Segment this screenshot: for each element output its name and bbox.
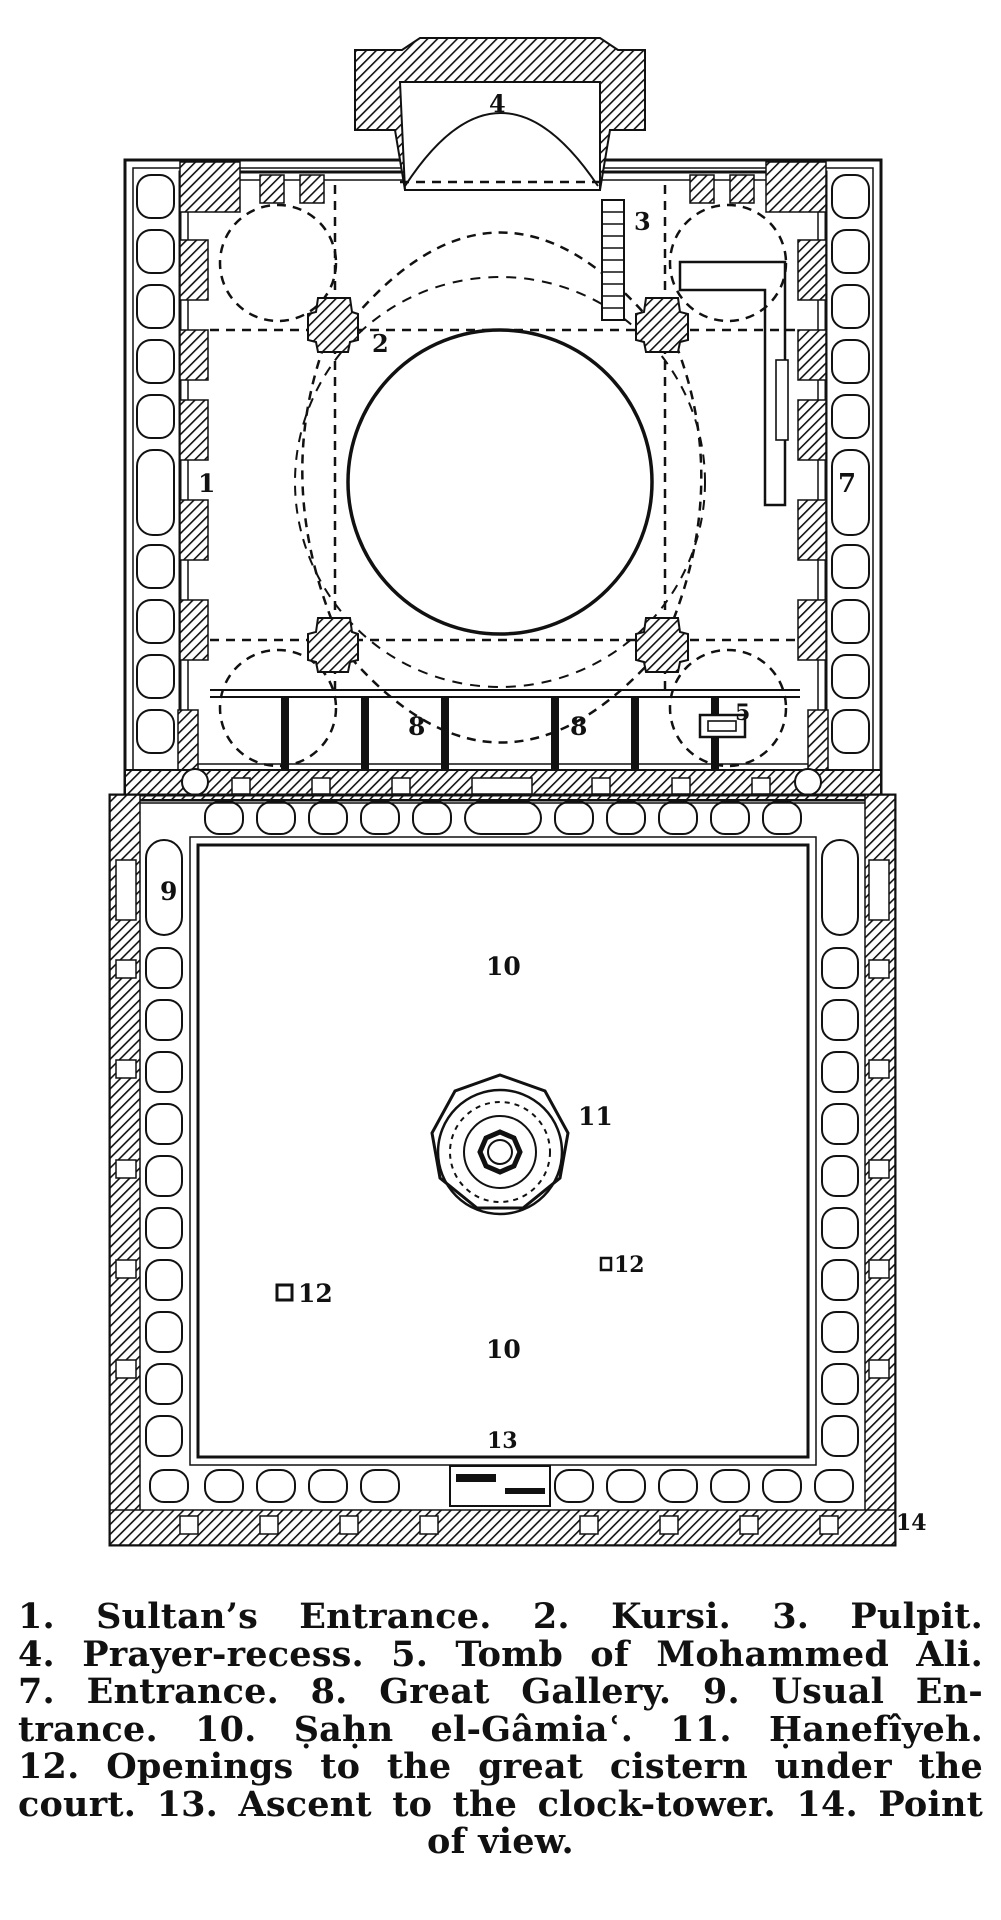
label-7: 7 xyxy=(838,469,856,499)
cistern-opening-east xyxy=(599,1256,613,1272)
legend-line: trance. 10. Ṣaḥn el-Gâmiaʿ. 11. Ḥanefîye… xyxy=(18,1708,983,1750)
court-south-arcade xyxy=(149,1469,854,1503)
label-1: 1 xyxy=(198,469,215,498)
label-13: 13 xyxy=(487,1428,518,1454)
court-inner-wall xyxy=(196,843,810,1459)
label-12b: 12 xyxy=(614,1252,645,1278)
label-5: 5 xyxy=(735,700,750,726)
legend-line: of view. xyxy=(427,1821,574,1862)
minaret-right xyxy=(794,768,822,796)
label-2: 2 xyxy=(372,329,389,358)
label-12a: 12 xyxy=(298,1279,333,1308)
legend-line: 12. Openings to the great cistern under … xyxy=(18,1746,983,1787)
label-4: 4 xyxy=(489,89,506,118)
court-east-arcade xyxy=(821,839,859,1457)
label-10b: 10 xyxy=(486,1335,521,1364)
prayer-recess-interior xyxy=(398,81,601,191)
legend-line: 1. Sultan’s Entrance. 2. Kursi. 3. Pulpi… xyxy=(18,1596,983,1637)
court-west-arcade xyxy=(145,839,183,1457)
label-10a: 10 xyxy=(486,952,521,981)
clock-tower-ascent xyxy=(449,1465,551,1507)
mosque-floor-plan: 1 2 3 4 5 7 8 8 9 10 10 11 12 12 13 14 xyxy=(108,37,927,1547)
hall-dashed-grid xyxy=(210,180,800,768)
label-14: 14 xyxy=(896,1510,927,1536)
label-11: 11 xyxy=(578,1102,613,1131)
hall-hatched-walls xyxy=(177,161,829,781)
legend-line: court. 13. Ascent to the clock-tower. 14… xyxy=(18,1783,983,1825)
hall-right-arcade xyxy=(831,174,870,754)
cistern-opening-west xyxy=(275,1283,294,1302)
label-9: 9 xyxy=(160,877,177,906)
central-dome xyxy=(346,328,654,636)
dome-outer-ring xyxy=(294,276,706,688)
pulpit-stair xyxy=(601,199,625,321)
hall-outer-wall xyxy=(123,158,883,802)
plan-labels: 1 2 3 4 5 7 8 8 9 10 10 11 12 12 13 14 xyxy=(160,89,927,1536)
tomb-enclosure xyxy=(678,260,787,507)
main-piers xyxy=(307,297,689,673)
label-8a: 8 xyxy=(408,712,425,741)
legend-line: 4. Prayer-recess. 5. Tomb of Mohammed Al… xyxy=(18,1633,983,1675)
label-3: 3 xyxy=(634,207,651,236)
court xyxy=(108,793,897,1547)
recess-arch xyxy=(404,112,599,187)
legend-line: 7. Entrance. 8. Great Gallery. 9. Usual … xyxy=(18,1671,983,1712)
prayer-hall xyxy=(123,37,883,802)
hanefiyeh-fountain xyxy=(430,1073,570,1216)
plan-legend: 1. Sultan’s Entrance. 2. Kursi. 3. Pulpi… xyxy=(18,1598,983,1861)
minaret-left xyxy=(181,768,209,796)
label-8b: 8 xyxy=(570,712,587,741)
hall-left-arcade xyxy=(136,174,175,754)
court-north-arcade xyxy=(204,801,802,835)
